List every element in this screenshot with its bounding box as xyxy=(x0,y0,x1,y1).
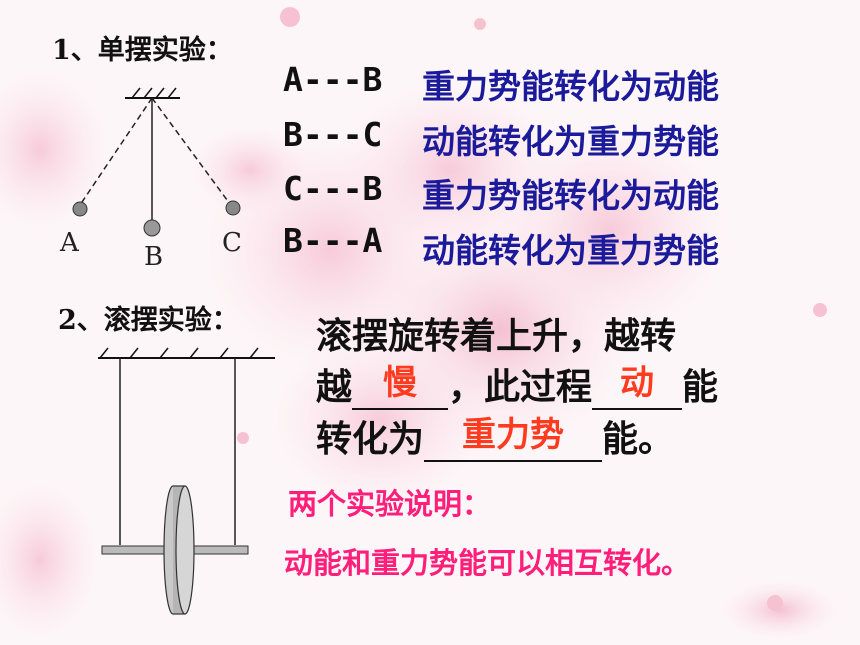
phase-path-3: C---B xyxy=(283,169,383,208)
blank-1: 慢 xyxy=(352,363,449,410)
rolling-pendulum-figure xyxy=(98,347,275,615)
phase-desc-3: 重力势能转化为动能 xyxy=(422,176,719,215)
rolling-text-line1: 滚摆旋转着上升，越转 xyxy=(316,307,676,359)
line2-suffix: 能 xyxy=(682,367,719,408)
line2-prefix: 越 xyxy=(316,367,353,408)
point-label-a: A xyxy=(60,228,79,258)
phase-path-2: B---C xyxy=(283,115,383,154)
phase-desc-1: 重力势能转化为动能 xyxy=(422,67,719,106)
phase-path-4: B---A xyxy=(283,221,383,260)
conclusion-text: 动能和重力势能可以相互转化。 xyxy=(284,546,691,580)
answer-1: 慢 xyxy=(383,363,418,403)
section2-title: 2、滚摆实验： xyxy=(58,305,239,336)
line3-suffix: 能。 xyxy=(602,419,675,460)
conclusion-heading: 两个实验说明： xyxy=(288,487,492,521)
phase-desc-4: 动能转化为重力势能 xyxy=(422,231,719,270)
simple-pendulum-figure xyxy=(72,87,241,237)
blank-3: 重力势 xyxy=(424,415,603,462)
rolling-text-line3: 转化为重力势 能。 xyxy=(316,410,674,462)
point-label-b: B xyxy=(144,242,164,272)
answer-3: 重力势 xyxy=(462,415,565,455)
rolling-line1: 滚摆旋转着上升，越转 xyxy=(316,316,677,357)
phase-path-1: A---B xyxy=(283,60,383,99)
line3-prefix: 转化为 xyxy=(316,419,425,460)
section1-title: 1、单摆实验： xyxy=(52,35,233,66)
answer-2: 动 xyxy=(620,363,655,403)
line2-middle: ，此过程 xyxy=(448,367,593,408)
phase-desc-2: 动能转化为重力势能 xyxy=(422,122,719,161)
blank-2: 动 xyxy=(592,363,683,410)
point-label-c: C xyxy=(222,228,242,258)
rolling-text-line2: 越慢 ，此过程动 能 xyxy=(316,358,718,410)
